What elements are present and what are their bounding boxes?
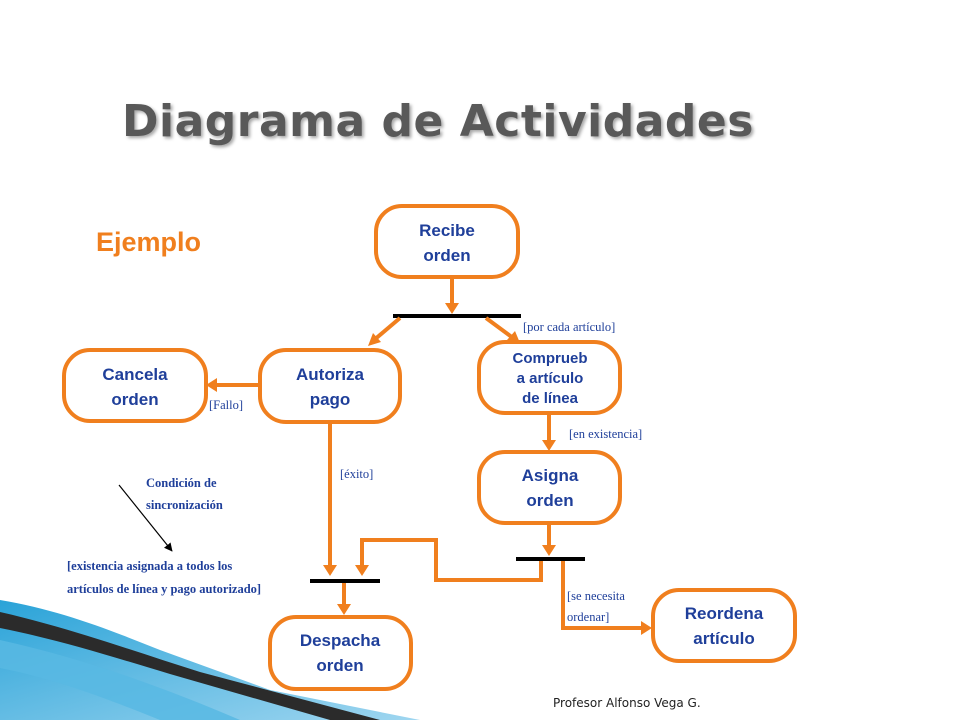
- guard-por-cada-articulo: [por cada artículo]: [523, 320, 615, 334]
- node-label-line: Comprueb: [513, 350, 588, 367]
- node-label-line: pago: [310, 390, 351, 409]
- node-label-line: a artículo: [517, 370, 584, 387]
- footer-author: Profesor Alfonso Vega G.: [553, 696, 701, 710]
- node-label-line: orden: [316, 656, 363, 675]
- guard-se-necesita-line1: [se necesita: [567, 589, 625, 603]
- node-label-line: orden: [111, 390, 158, 409]
- node-label-line: Asigna: [522, 466, 579, 485]
- annotation-existencia-line2: artículos de línea y pago autorizado]: [67, 582, 261, 596]
- flow-edges: [206, 277, 652, 635]
- guard-fallo: [Fallo]: [209, 398, 243, 412]
- edge-sync-reordena: [561, 561, 644, 630]
- node-label-line: Despacha: [300, 631, 381, 650]
- activity-reordena-articulo: Reordena artículo: [651, 588, 797, 663]
- decorative-swoosh: [0, 600, 420, 720]
- guard-se-necesita-line2: ordenar]: [567, 610, 609, 624]
- annotation-pointer: [118, 484, 173, 552]
- subtitle-ejemplo: Ejemplo: [96, 227, 202, 257]
- node-label-line: artículo: [693, 629, 754, 648]
- activity-asigna-orden: Asigna orden: [477, 450, 622, 525]
- node-label-line: orden: [526, 491, 573, 510]
- slide-title: Diagrama de Actividades: [122, 96, 754, 147]
- guard-en-existencia: [en existencia]: [569, 427, 642, 441]
- node-label-line: orden: [423, 246, 470, 265]
- node-label-line: Recibe: [419, 221, 475, 240]
- annotation-condicion-line1: Condición de: [146, 476, 217, 490]
- guard-exito: [éxito]: [340, 467, 373, 481]
- edge-fork-autoriza: [372, 316, 402, 342]
- annotation-condicion-line2: sincronización: [146, 498, 223, 512]
- activity-recibe-orden: Recibe orden: [374, 204, 520, 279]
- node-label-line: Autoriza: [296, 365, 365, 384]
- edge-sync-join: [360, 538, 543, 582]
- activity-autoriza-pago: Autoriza pago: [258, 348, 402, 424]
- edge-fork-comprueba: [484, 316, 515, 340]
- node-label-line: Reordena: [685, 604, 764, 623]
- activity-comprueba-articulo: Comprueb a artículo de línea: [477, 340, 622, 415]
- node-label-line: de línea: [522, 390, 579, 407]
- activity-cancela-orden: Cancela orden: [62, 348, 208, 423]
- node-label-line: Cancela: [102, 365, 168, 384]
- annotation-existencia-line1: [existencia asignada a todos los: [67, 559, 232, 573]
- activity-despacha-orden: Despacha orden: [268, 615, 413, 691]
